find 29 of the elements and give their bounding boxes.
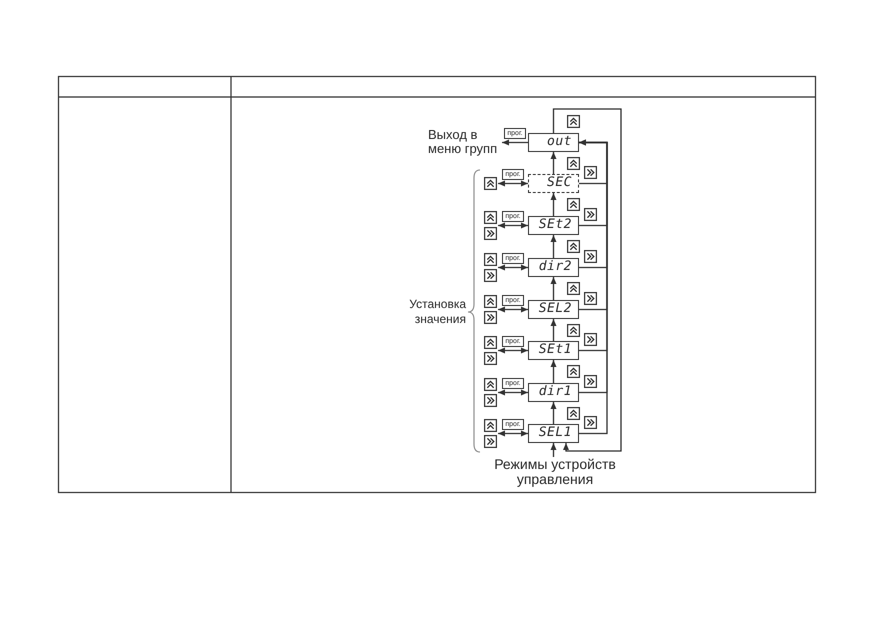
arrow — [550, 193, 556, 216]
parameter-display: SEL2 — [528, 300, 579, 319]
group-label: Установка значения — [408, 297, 466, 327]
double-headed-arrow — [498, 264, 528, 270]
double-headed-arrow — [498, 180, 528, 186]
parameter-display: SEL1 — [528, 424, 579, 443]
double-headed-arrow — [498, 348, 528, 354]
double-chevron-up-icon — [484, 177, 497, 190]
parameter-display: SEC — [528, 174, 579, 193]
double-headed-arrow — [498, 430, 528, 436]
double-headed-arrow — [498, 390, 528, 396]
arrow — [552, 108, 622, 452]
arrow — [550, 402, 556, 424]
arrow — [550, 360, 556, 383]
parameter-display: out — [528, 133, 579, 152]
arrow — [550, 152, 556, 174]
node-caption: Режимы устройств управления — [487, 457, 623, 487]
parameter-display: SEt1 — [528, 341, 579, 360]
double-headed-arrow — [498, 222, 528, 228]
arrow — [550, 277, 556, 300]
double-headed-arrow — [498, 306, 528, 312]
parameter-display: dir1 — [528, 383, 579, 402]
arrow — [550, 235, 556, 258]
parameter-display: SEt2 — [528, 216, 579, 235]
arrow — [502, 140, 528, 146]
arrow — [550, 443, 556, 457]
arrow — [550, 319, 556, 341]
node-caption: Выход в меню групп — [428, 128, 502, 156]
parameter-display: dir2 — [528, 258, 579, 277]
